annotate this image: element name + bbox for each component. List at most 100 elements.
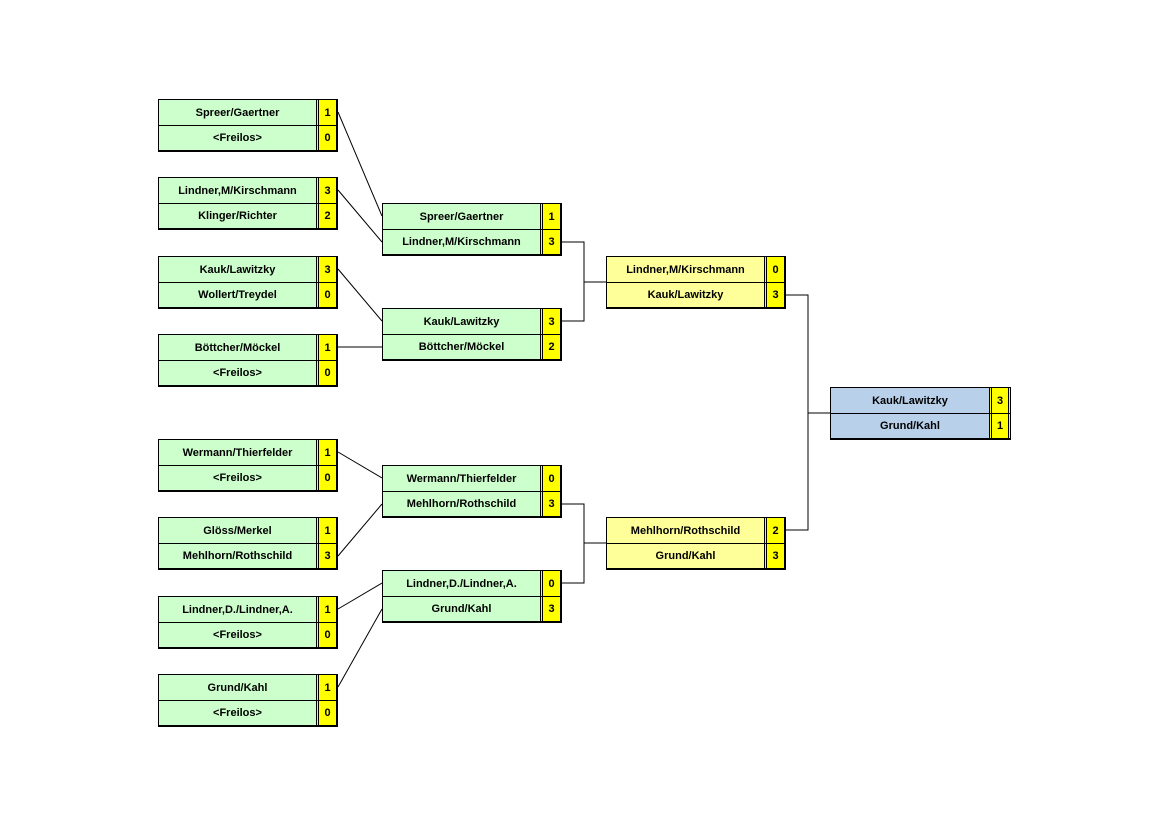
connector-r1-r2 xyxy=(337,268,383,322)
team-score: 3 xyxy=(540,230,562,254)
team-name: Grund/Kahl xyxy=(607,544,764,568)
team-name: Spreer/Gaertner xyxy=(383,204,540,229)
team-name: <Freilos> xyxy=(159,126,316,150)
team-name: <Freilos> xyxy=(159,623,316,647)
team-name: Mehlhorn/Rothschild xyxy=(607,518,764,543)
team-name: <Freilos> xyxy=(159,466,316,490)
team-name: Kauk/Lawitzky xyxy=(607,283,764,307)
team-score: 0 xyxy=(540,571,562,596)
connector-elbow xyxy=(562,503,585,584)
connector-elbow xyxy=(562,241,585,322)
team-name: Wermann/Thierfelder xyxy=(159,440,316,465)
team-score: 1 xyxy=(540,204,562,229)
team-name: Lindner,M/Kirschmann xyxy=(383,230,540,254)
team-score: 0 xyxy=(316,283,338,307)
team-score: 2 xyxy=(764,518,786,543)
team-slot: Lindner,D./Lindner,A.0 xyxy=(382,570,562,596)
team-score: 2 xyxy=(316,204,338,228)
team-score: 0 xyxy=(316,701,338,725)
team-score: 0 xyxy=(316,126,338,150)
team-name: Lindner,M/Kirschmann xyxy=(607,257,764,282)
team-score: 3 xyxy=(316,544,338,568)
connector-r1-r2 xyxy=(337,111,383,217)
team-score: 3 xyxy=(764,283,786,307)
team-score: 3 xyxy=(540,309,562,334)
team-name: Lindner,D./Lindner,A. xyxy=(159,597,316,622)
team-slot: <Freilos>0 xyxy=(158,360,338,387)
team-slot: <Freilos>0 xyxy=(158,700,338,727)
connector-r1-r2 xyxy=(337,451,383,479)
connector-r1-r2 xyxy=(337,503,383,557)
team-slot: <Freilos>0 xyxy=(158,465,338,492)
team-score: 0 xyxy=(316,466,338,490)
team-name: Böttcher/Möckel xyxy=(383,335,540,359)
connector-r1-r2 xyxy=(337,189,383,243)
team-name: Grund/Kahl xyxy=(383,597,540,621)
team-name: <Freilos> xyxy=(159,701,316,725)
team-name: Lindner,M/Kirschmann xyxy=(159,178,316,203)
team-score: 3 xyxy=(540,492,562,516)
team-name: Böttcher/Möckel xyxy=(159,335,316,360)
match-r1-7: Lindner,D./Lindner,A.1<Freilos>0 xyxy=(158,596,338,649)
team-name: Glöss/Merkel xyxy=(159,518,316,543)
team-score: 3 xyxy=(316,257,338,282)
team-score: 0 xyxy=(316,361,338,385)
team-name: Lindner,D./Lindner,A. xyxy=(383,571,540,596)
team-score: 3 xyxy=(540,597,562,621)
team-name: Grund/Kahl xyxy=(159,675,316,700)
team-name: Klinger/Richter xyxy=(159,204,316,228)
team-slot: <Freilos>0 xyxy=(158,125,338,152)
connector-r1-r2 xyxy=(337,582,383,610)
team-name: Wermann/Thierfelder xyxy=(383,466,540,491)
team-score: 1 xyxy=(316,675,338,700)
team-score: 0 xyxy=(764,257,786,282)
team-name: Kauk/Lawitzky xyxy=(383,309,540,334)
connector-r1-r2 xyxy=(337,608,383,688)
team-name: Mehlhorn/Rothschild xyxy=(383,492,540,516)
team-name: Mehlhorn/Rothschild xyxy=(159,544,316,568)
team-name: Spreer/Gaertner xyxy=(159,100,316,125)
team-name: Kauk/Lawitzky xyxy=(831,388,989,413)
team-slot: Lindner,D./Lindner,A.1 xyxy=(158,596,338,622)
team-name: Kauk/Lawitzky xyxy=(159,257,316,282)
team-score: 3 xyxy=(764,544,786,568)
team-name: <Freilos> xyxy=(159,361,316,385)
team-score: 1 xyxy=(316,597,338,622)
team-score: 1 xyxy=(989,414,1011,438)
team-score: 1 xyxy=(316,518,338,543)
team-score: 1 xyxy=(316,335,338,360)
